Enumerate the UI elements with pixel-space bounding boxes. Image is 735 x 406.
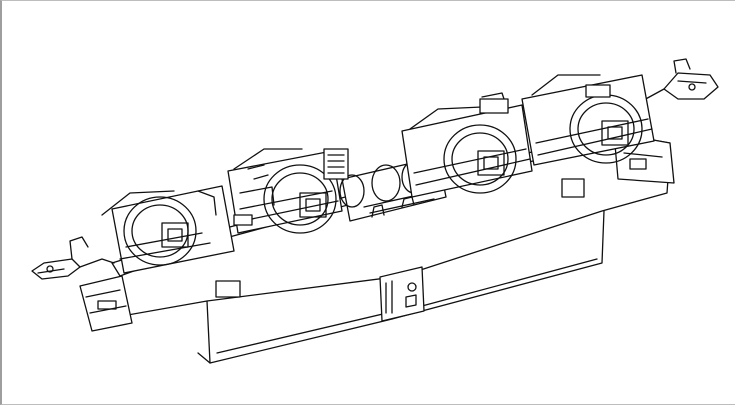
bogie-4 [521, 74, 655, 166]
top-details [215, 84, 611, 298]
end-beam-left [79, 275, 133, 332]
bogie-2 [227, 148, 343, 234]
coupler-right [637, 58, 719, 114]
coupler-left [31, 236, 115, 280]
bogie-3 [401, 92, 533, 198]
center-connector [379, 266, 425, 322]
bogie-1 [101, 185, 235, 274]
gear-tower [323, 148, 349, 180]
